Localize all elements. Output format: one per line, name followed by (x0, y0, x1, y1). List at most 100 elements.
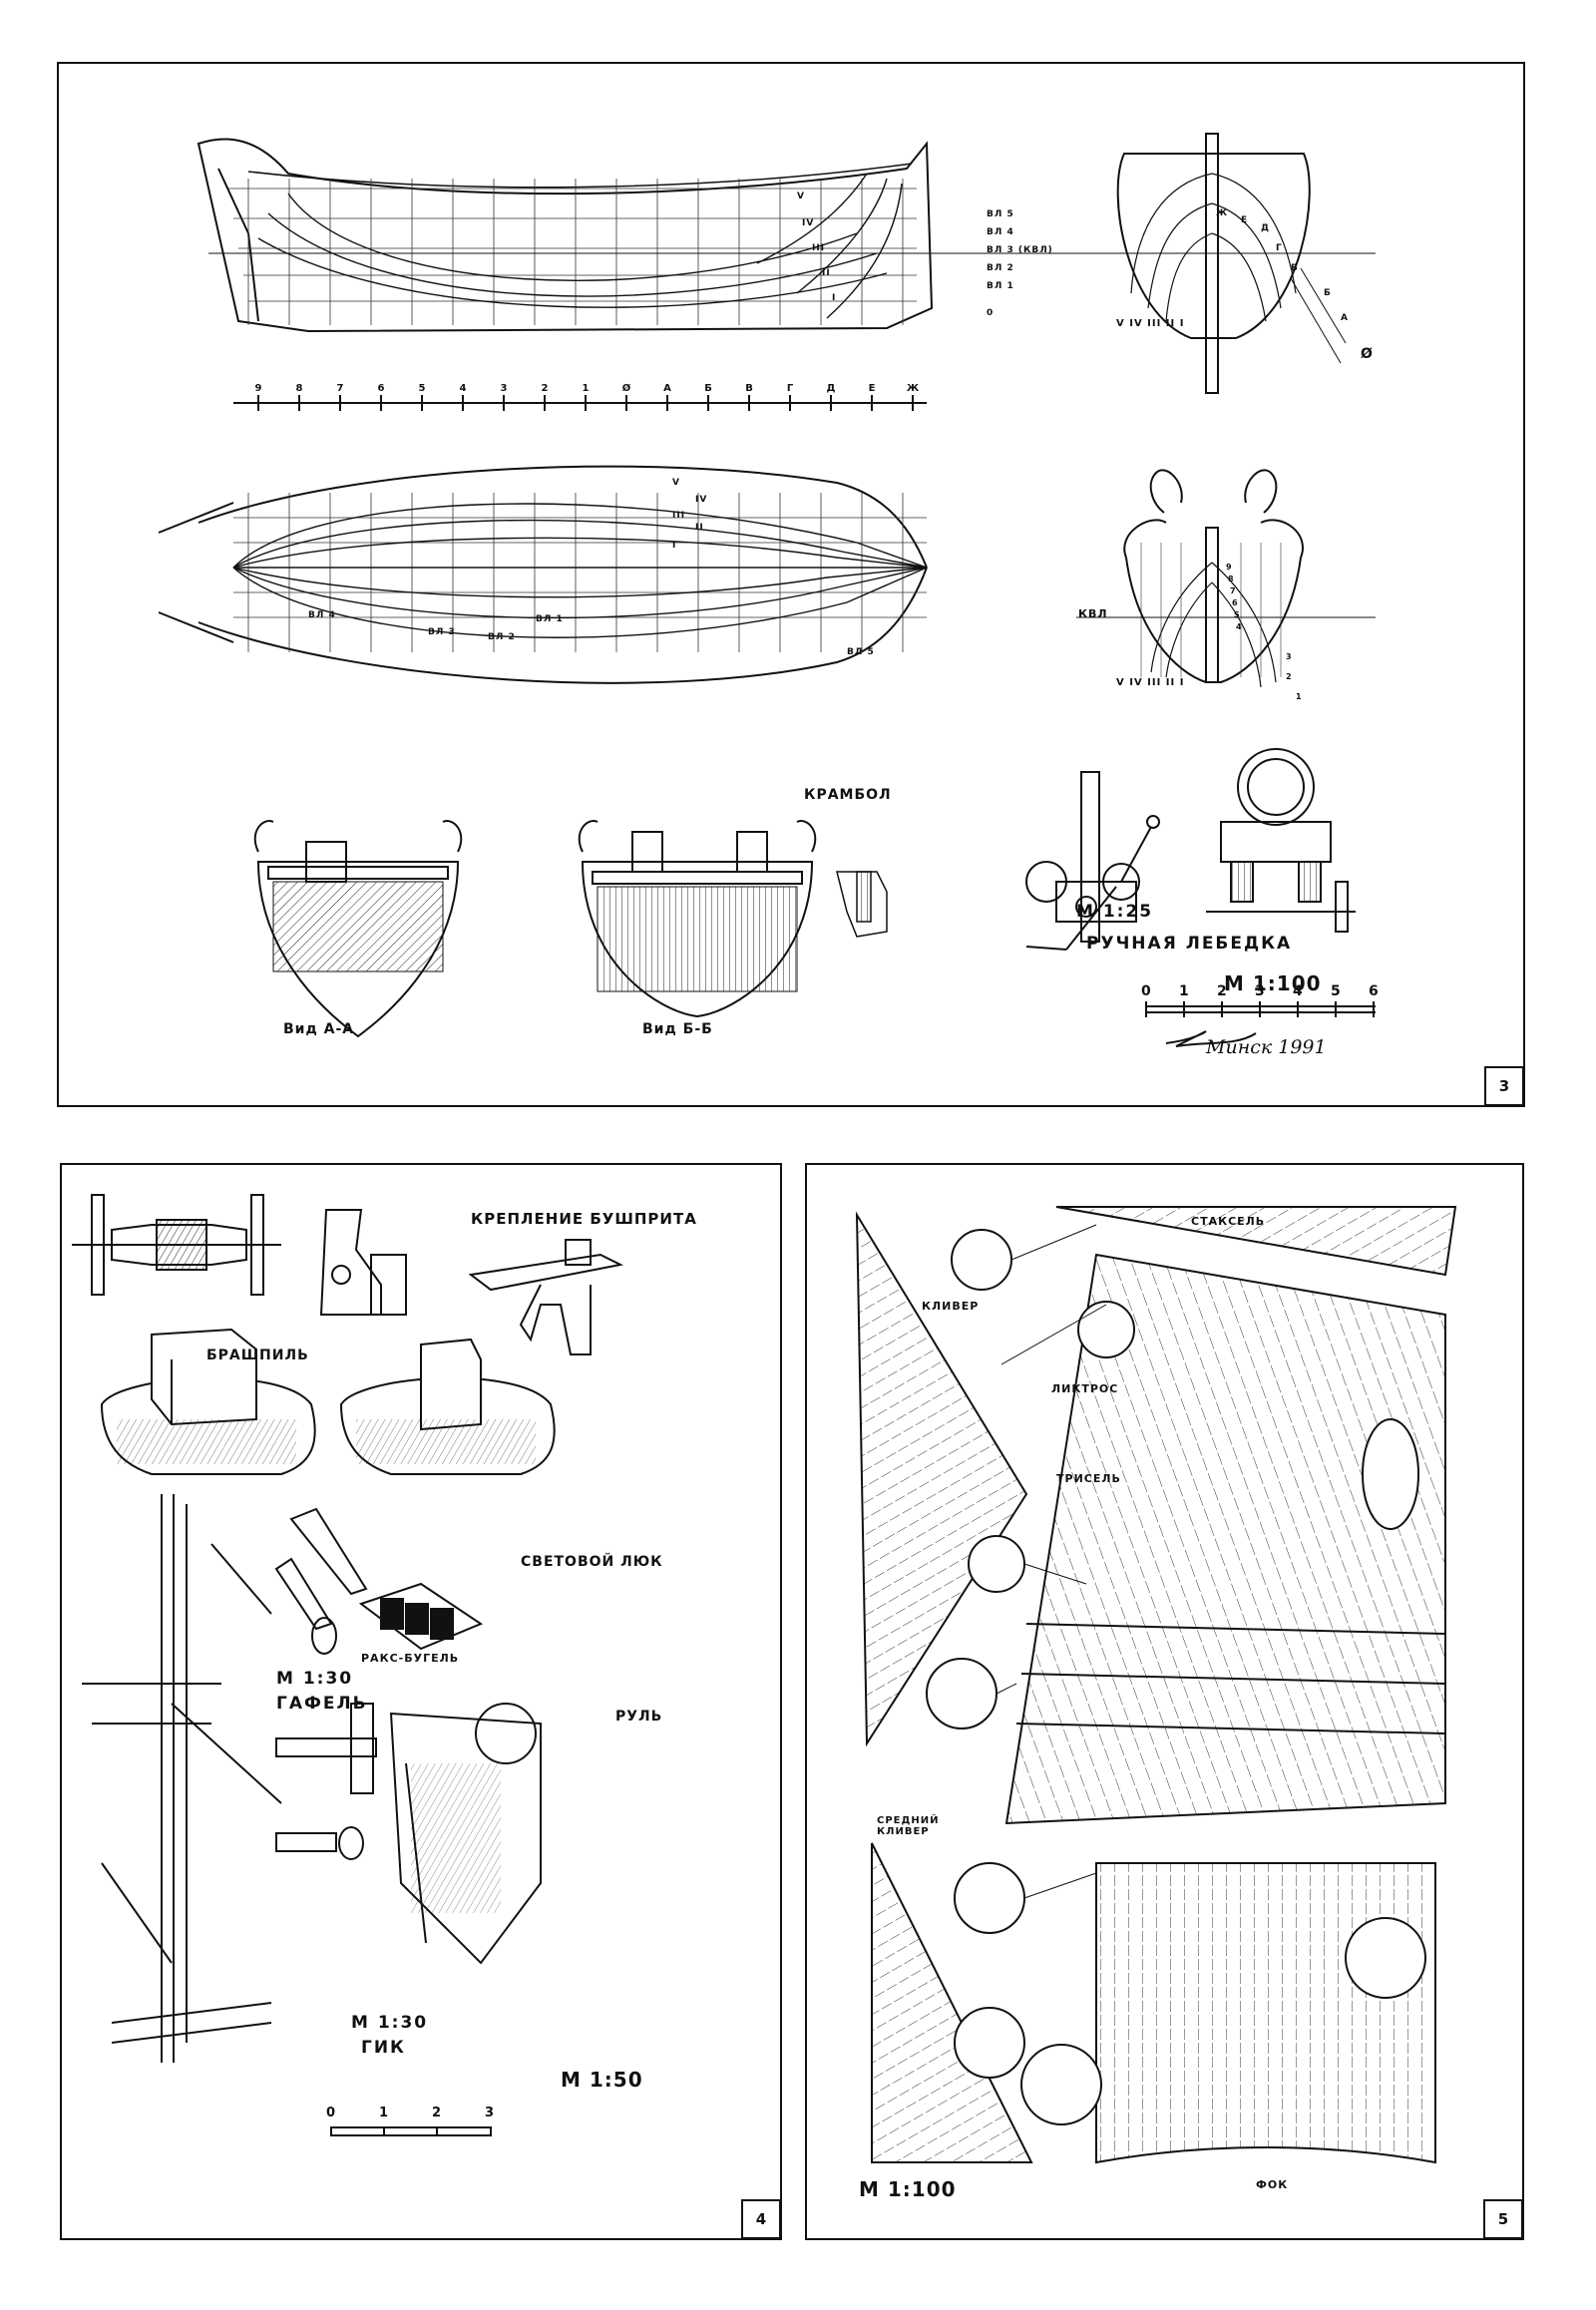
half-breadth-roman-4: I (672, 541, 677, 551)
bodyplan-bottom-number-6: 3 (1286, 652, 1293, 661)
body-plan-bottom-sections (1150, 562, 1277, 688)
view-a-a-label: Вид А-А (283, 1021, 355, 1037)
detail-leaders (996, 1224, 1107, 1899)
jib-label: КЛИВЕР (922, 1300, 980, 1313)
gaff-label: ГАФЕЛЬ (276, 1694, 368, 1714)
station-scale-label: Б (704, 383, 712, 394)
profile-roman-4: I (832, 293, 837, 303)
hand-winch-side (1025, 771, 1160, 951)
waterline-label-2: ВЛ 3 (КВЛ) (987, 245, 1053, 255)
station-scale-label: 5 (419, 383, 426, 394)
trysail-label: ТРИСЕЛЬ (1056, 1472, 1121, 1485)
sheet-number-4: 4 (741, 2199, 781, 2239)
winch-scale-label: М 1:25 (1076, 902, 1154, 922)
gaff-detail (274, 1507, 368, 1655)
station-scale-label: Е (869, 383, 876, 394)
half-breadth-plan (158, 465, 928, 684)
body-plan-top-sections (1130, 173, 1297, 322)
detail-circles (926, 1229, 1426, 2125)
waterline-label-4: ВЛ 1 (987, 281, 1014, 291)
windlass-plan (72, 1194, 281, 1296)
sheet-number-3: 3 (1484, 1066, 1524, 1106)
main-scale-label: М 1:100 (1224, 971, 1322, 995)
signature-minsk: Минск 1991 (1206, 1036, 1327, 1058)
bodyplan-bottom-number-0: 9 (1226, 563, 1233, 572)
gaff-scale-label: М 1:30 (276, 1669, 354, 1689)
main-scale-number: 6 (1369, 983, 1380, 999)
station-scale-label: 7 (337, 383, 344, 394)
staysail-shape (1055, 1206, 1457, 1277)
skylight-drawing (358, 1582, 484, 1651)
main-scale-number: 5 (1331, 983, 1342, 999)
kranbol-detail (836, 871, 888, 938)
scale-1-50-number: 0 (326, 2106, 337, 2120)
bodyplan-bottom-number-1: 8 (1228, 575, 1235, 583)
body-plan-bottom (1123, 469, 1304, 683)
boom-label: ГИК (361, 2038, 406, 2058)
main-scale-number: 4 (1293, 983, 1304, 999)
bodyplan-bottom-number-5: 4 (1236, 622, 1243, 631)
bodyplan-bottom-roman: V IV III II I (1116, 677, 1185, 688)
profile-buttocks (257, 173, 903, 319)
windlass-label: БРАШПИЛЬ (206, 1348, 309, 1363)
body-plan-top (1116, 133, 1311, 394)
deck-fittings-drawing (72, 1194, 624, 2136)
bodyplan-bottom-number-4: 5 (1234, 610, 1241, 619)
bodyplan-top-letter-6: А (1341, 313, 1349, 323)
sheer-profile (197, 138, 934, 333)
bodyplan-bottom-number-2: 7 (1230, 586, 1237, 595)
station-scale-label: А (663, 383, 671, 394)
bodyplan-top-mark: Ø (1361, 346, 1374, 362)
kranbol-label: КРАМБОЛ (804, 787, 892, 803)
half-breadth-wl-1: ВЛ 3 (428, 627, 456, 637)
station-scale-label: 9 (255, 383, 262, 394)
station-scale (233, 395, 927, 411)
bowsprit-fitting (468, 1239, 624, 1355)
hand-winch-front (1206, 748, 1356, 933)
skylight-label: СВЕТОВОЙ ЛЮК (521, 1554, 663, 1570)
bowsprit-label: КРЕПЛЕНИЕ БУШПРИТА (471, 1210, 697, 1228)
half-breadth-roman-3: II (695, 523, 704, 533)
station-scale-label: 8 (296, 383, 303, 394)
scale-bar-1-100 (1145, 1001, 1376, 1017)
station-scale-label: Ж (907, 383, 920, 394)
middle-jib-shape (871, 1842, 1033, 2163)
bodyplan-top-letter-2: Д (1261, 223, 1271, 233)
half-breadth-wl-3: ВЛ 1 (536, 614, 564, 624)
bodyplan-top-roman: V IV III II I (1116, 318, 1185, 329)
station-scale-label: 4 (460, 383, 467, 394)
waterline-label-5: 0 (987, 308, 995, 318)
profile-roman-3: II (822, 268, 831, 278)
body-plan-top-leaders (1290, 267, 1347, 364)
main-scale-number: 2 (1217, 983, 1228, 999)
scale-bar-1-50 (330, 2126, 492, 2136)
waterline-label-0: ВЛ 5 (987, 209, 1014, 219)
half-breadth-roman-2: III (672, 511, 686, 521)
half-breadth-roman-1: IV (695, 495, 708, 505)
bodyplan-bottom-number-8: 1 (1296, 692, 1303, 701)
half-breadth-waterlines (232, 503, 928, 638)
station-scale-label: 3 (501, 383, 508, 394)
jib-shape (855, 1211, 1028, 1747)
boltrope-label: ЛИКТРОС (1051, 1382, 1119, 1395)
station-scale-label: 6 (378, 383, 385, 394)
staysail-label: СТАКСЕЛЬ (1191, 1215, 1266, 1228)
bodyplan-top-letter-3: Г (1276, 243, 1283, 253)
sheet-4-deck-fittings: КРЕПЛЕНИЕ БУШПРИТА БРАШПИЛЬ СВЕТОВОЙ ЛЮК… (60, 1163, 782, 2240)
bodyplan-bottom-number-7: 2 (1286, 672, 1293, 681)
station-scale-label: 1 (583, 383, 590, 394)
waterline-label-1: ВЛ 4 (987, 227, 1014, 237)
half-breadth-grid (233, 493, 927, 652)
sheet-number-5: 5 (1483, 2199, 1523, 2239)
foresail-shape (1095, 1862, 1436, 2164)
bodyplan-top-letter-0: Ж (1216, 208, 1229, 218)
main-scale-number: 3 (1255, 983, 1266, 999)
bodyplan-bottom-number-3: 6 (1232, 598, 1239, 607)
half-breadth-wl-4: ВЛ 5 (847, 647, 875, 657)
view-b-b-label: Вид Б-Б (642, 1021, 713, 1037)
main-scale-number: 0 (1141, 983, 1152, 999)
trysail-shape (1004, 1253, 1446, 1825)
station-scale-label: Д (827, 383, 836, 394)
